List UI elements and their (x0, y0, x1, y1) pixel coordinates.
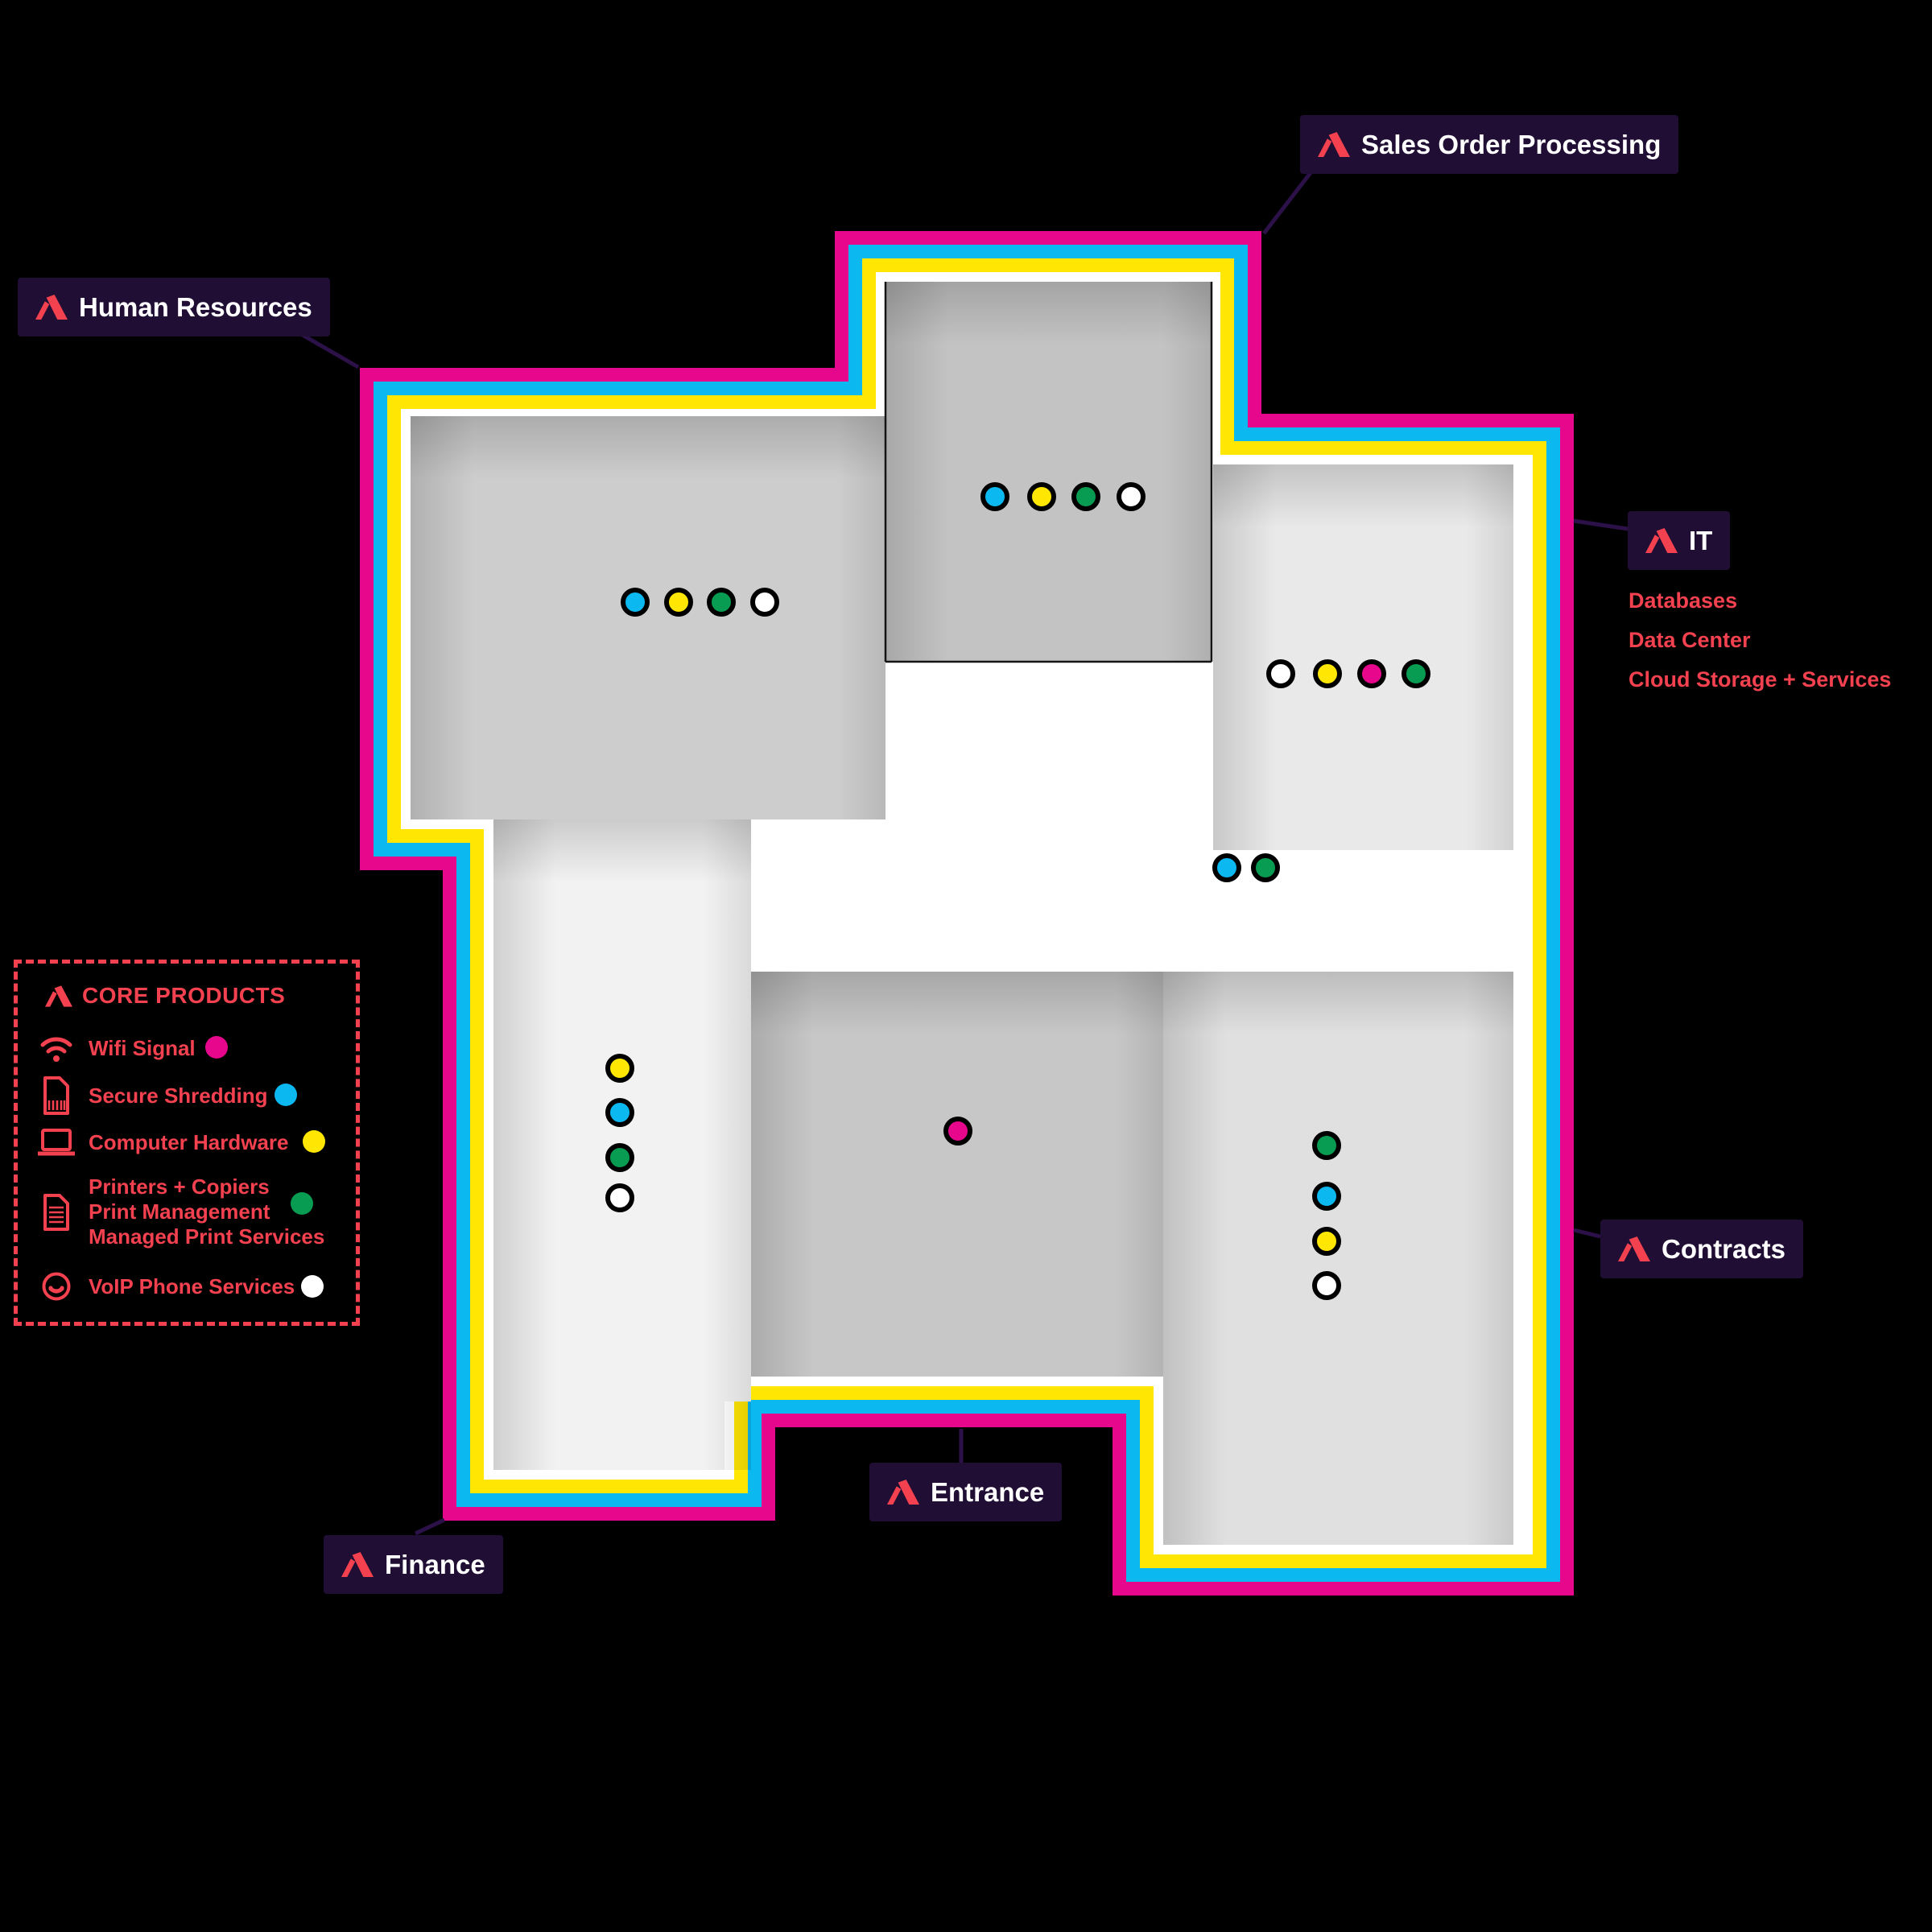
legend-dot-voip (301, 1275, 324, 1298)
label-text: Entrance (931, 1476, 1045, 1507)
product-dot-white-sales-order-processing (1117, 482, 1146, 511)
room-shadow (1465, 972, 1513, 1545)
product-dot-cyan-sales-order-processing (980, 482, 1009, 511)
product-dot-cyan-finance (605, 1098, 634, 1127)
room-shadow (1162, 282, 1211, 662)
legend-item-wifi: Wifi Signal (35, 1033, 196, 1063)
label-text: Human Resources (79, 291, 312, 322)
brand-logo-icon (341, 1552, 374, 1577)
brand-logo-icon (1645, 528, 1678, 553)
room-human-resources (411, 416, 886, 819)
leader-line-finance (414, 1517, 446, 1536)
brand-logo-icon (45, 985, 72, 1007)
legend-dot-computer-hardware (303, 1130, 325, 1153)
brand-logo-icon (887, 1480, 919, 1505)
product-dot-green-it (1402, 659, 1430, 688)
shredder-icon (35, 1076, 77, 1115)
laptop-icon (35, 1128, 77, 1157)
leader-line-contracts (1573, 1228, 1601, 1239)
product-dot-cyan-corridor (1212, 853, 1241, 882)
leader-line-sales (1262, 169, 1314, 235)
legend-item-label: Printers + Copiers (89, 1174, 270, 1199)
brand-logo-icon (1618, 1236, 1650, 1261)
it-services-list: Databases Data Center Cloud Storage + Se… (1629, 581, 1891, 700)
product-dot-green-sales-order-processing (1071, 482, 1100, 511)
label-entrance: Entrance (869, 1463, 1063, 1521)
product-dot-magenta-it (1357, 659, 1386, 688)
product-dot-white-human-resources (750, 588, 779, 617)
product-dot-white-it (1266, 659, 1295, 688)
it-service-item: Cloud Storage + Services (1629, 667, 1892, 691)
room-shadow (1163, 972, 1226, 1545)
room-shadow (751, 972, 1163, 1034)
legend-item-label: Computer Hardware (89, 1129, 289, 1154)
product-dot-white-contracts (1312, 1271, 1341, 1300)
rooms-layer (411, 282, 1513, 1545)
legend-dot-secure-shredding (275, 1084, 297, 1106)
wifi-icon (35, 1033, 77, 1063)
label-contracts: Contracts (1600, 1220, 1804, 1278)
label-text: Finance (385, 1549, 485, 1579)
legend-item-secure-shredding: Secure Shredding (35, 1076, 268, 1115)
product-dot-green-corridor (1251, 853, 1280, 882)
product-dot-yellow-contracts (1312, 1227, 1341, 1256)
legend-dot-wifi (205, 1036, 228, 1059)
legend-item-voip: VoIP Phone Services (35, 1271, 295, 1302)
product-dot-green-finance (605, 1143, 634, 1172)
legend-item-printers: Printers + Copiers Print Management Mana… (35, 1174, 324, 1249)
room-shadow (886, 282, 948, 662)
label-sales-order-processing: Sales Order Processing (1300, 115, 1679, 174)
label-finance: Finance (324, 1535, 503, 1594)
product-dot-yellow-human-resources (664, 588, 693, 617)
room-shadow (493, 819, 556, 1470)
room-shadow (411, 416, 473, 819)
legend-item-computer-hardware: Computer Hardware (35, 1128, 289, 1157)
legend-dot-printers (291, 1192, 313, 1215)
product-dot-green-contracts (1312, 1131, 1341, 1160)
room-shadow (703, 819, 751, 1470)
legend-title-text: CORE PRODUCTS (82, 983, 286, 1008)
room-shadow (751, 972, 814, 1377)
legend-item-label: Wifi Signal (89, 1035, 196, 1060)
legend-item-label: VoIP Phone Services (89, 1274, 295, 1298)
legend-item-label: Managed Print Services (89, 1224, 325, 1249)
legend-item-label: Secure Shredding (89, 1083, 268, 1108)
legend-item-label: Print Management (89, 1199, 270, 1224)
room-central-office (751, 972, 1163, 1377)
product-dot-yellow-finance (605, 1054, 634, 1083)
product-dot-magenta-central-office (943, 1117, 972, 1146)
leader-lines-layer (298, 169, 1629, 1536)
it-service-item: Data Center (1629, 628, 1751, 652)
product-dot-green-human-resources (707, 588, 736, 617)
legend-title: CORE PRODUCTS (45, 983, 285, 1009)
room-shadow (1115, 972, 1163, 1377)
label-text: IT (1689, 525, 1713, 555)
product-dot-yellow-it (1313, 659, 1342, 688)
brand-logo-icon (35, 295, 68, 320)
leader-line-hr (298, 331, 360, 369)
leader-line-it (1573, 518, 1629, 531)
product-dot-cyan-human-resources (621, 588, 650, 617)
legend-core-products: CORE PRODUCTS Wifi Signal Secure Shreddi… (14, 960, 360, 1326)
product-dots-layer (605, 482, 1430, 1300)
room-shadow (411, 416, 886, 479)
document-icon (35, 1193, 77, 1231)
room-shadow (1213, 464, 1276, 850)
room-shadow (1465, 464, 1513, 850)
partition-lines (884, 282, 1213, 663)
room-shadow (837, 416, 886, 819)
phone-icon (35, 1271, 77, 1302)
it-service-item: Databases (1629, 588, 1738, 613)
product-dot-cyan-contracts (1312, 1182, 1341, 1211)
product-dot-white-finance (605, 1183, 634, 1212)
label-it: IT (1628, 511, 1731, 570)
brand-logo-icon (1318, 132, 1350, 157)
label-text: Sales Order Processing (1361, 129, 1662, 159)
label-text: Contracts (1662, 1233, 1786, 1264)
product-dot-yellow-sales-order-processing (1027, 482, 1056, 511)
label-human-resources: Human Resources (18, 278, 330, 336)
